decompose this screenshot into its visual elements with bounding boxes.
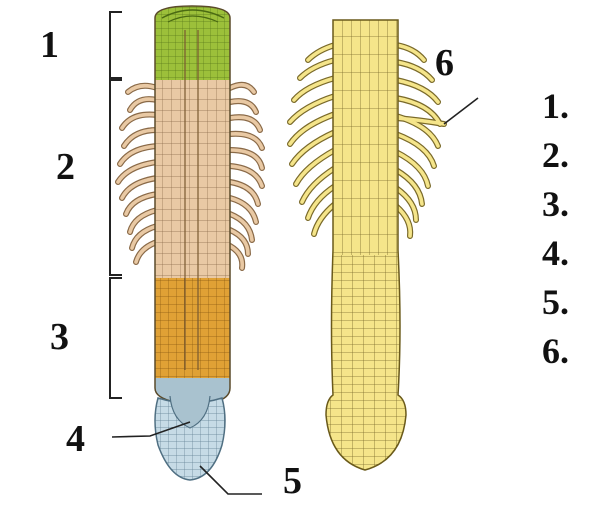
bracket-1 xyxy=(110,12,122,78)
callout-3: 3 xyxy=(50,318,69,356)
zone-brackets xyxy=(110,12,122,398)
callout-4: 4 xyxy=(66,420,85,458)
bracket-3 xyxy=(110,278,122,398)
answer-item-4: 4. xyxy=(542,235,569,271)
callout-2: 2 xyxy=(56,148,75,186)
answer-item-2: 2. xyxy=(542,137,569,173)
leader-6 xyxy=(444,98,478,124)
callout-1: 1 xyxy=(40,26,59,64)
zone-2-tan xyxy=(150,80,240,278)
callout-5: 5 xyxy=(283,462,302,500)
answer-item-5: 5. xyxy=(542,284,569,320)
answer-item-6: 6. xyxy=(542,333,569,369)
left-root-illustration xyxy=(118,0,262,480)
answer-item-1: 1. xyxy=(542,88,569,124)
answer-item-3: 3. xyxy=(542,186,569,222)
zone-3-orange xyxy=(150,278,240,378)
callout-6: 6 xyxy=(435,44,454,82)
right-root-illustration xyxy=(290,15,444,475)
